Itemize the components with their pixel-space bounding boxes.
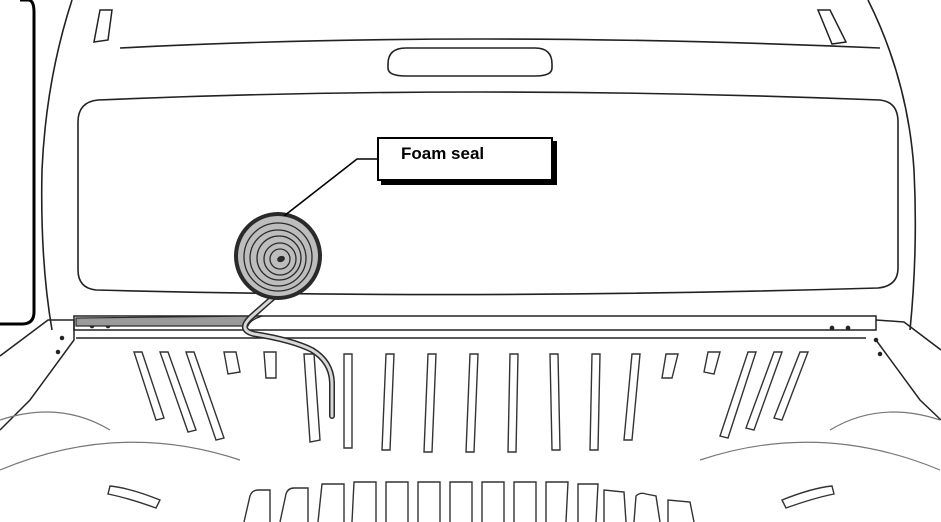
foam-seal-callout: Foam seal (377, 137, 553, 181)
foam-seal-strip (75, 275, 335, 419)
third-brake-light (387, 47, 553, 77)
page-margin-bracket (0, 0, 36, 326)
callout-label: Foam seal (401, 144, 485, 163)
bed-floor-ribs (133, 351, 810, 453)
bed-floor-contours (0, 411, 941, 471)
callout-leader-line (283, 158, 377, 217)
rear-window (77, 91, 899, 296)
tailgate-slots (107, 481, 835, 522)
bed-corners (0, 319, 941, 431)
foam-seal-roll (234, 212, 322, 300)
cab-outline (40, 0, 917, 331)
roof-marker-lights (93, 9, 848, 45)
